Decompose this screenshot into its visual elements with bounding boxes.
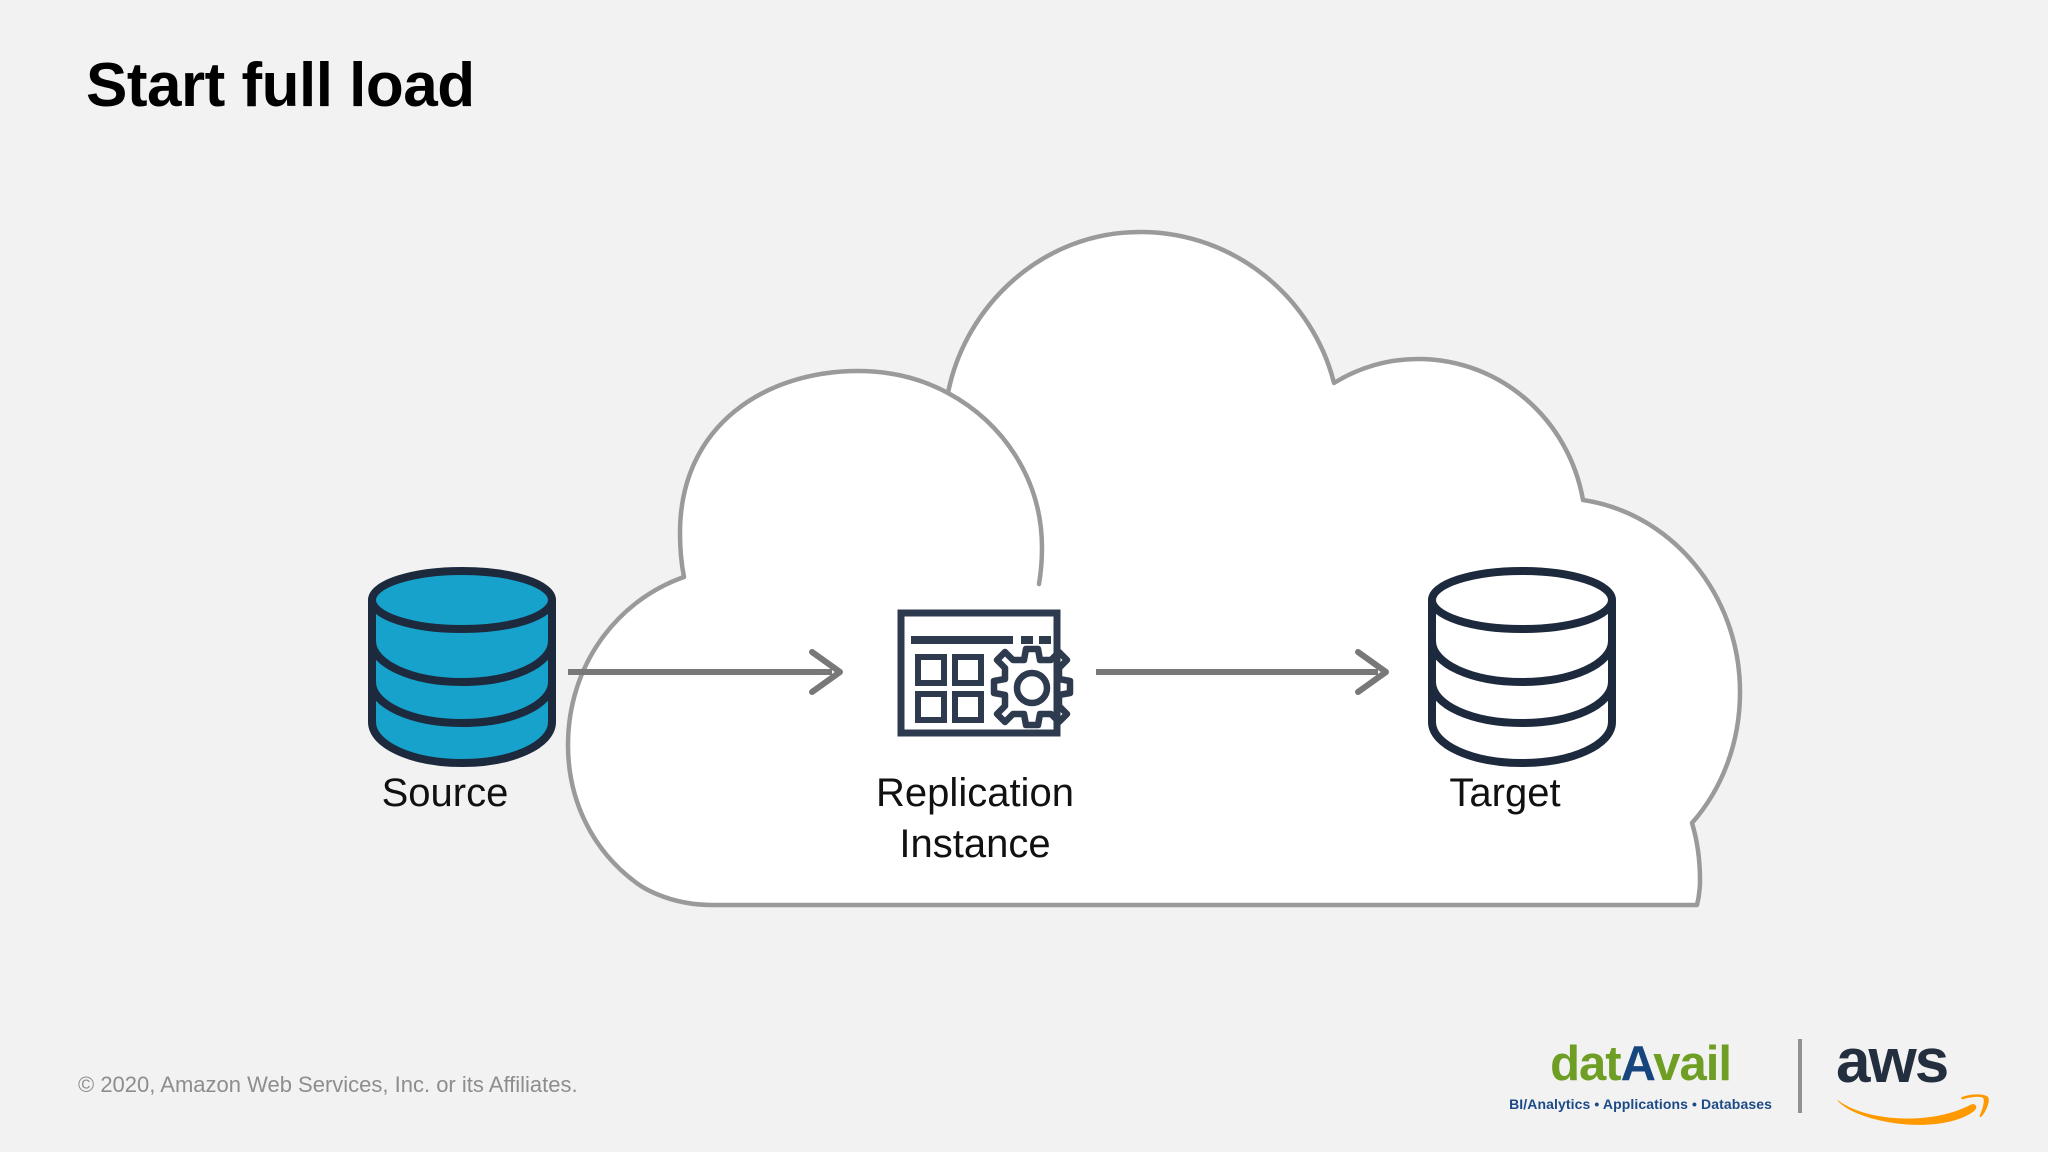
copyright-text: © 2020, Amazon Web Services, Inc. or its… [78, 1072, 578, 1097]
aws-smile-icon [1837, 1094, 1989, 1125]
target-label: Target [1449, 771, 1561, 815]
gear-icon [990, 645, 1074, 729]
aws-logo: aws [1832, 1027, 2002, 1125]
footer-logos: datAvail BI/Analytics • Applications • D… [1509, 1027, 2002, 1125]
arrow-replication-to-target [1096, 649, 1389, 695]
aws-wordmark: aws [1836, 1027, 1949, 1096]
target-database-icon [1428, 567, 1616, 767]
replication-instance-label-line1: Replication [876, 771, 1074, 815]
datavail-wordmark-part3: vail [1653, 1037, 1732, 1091]
source-label: Source [381, 771, 509, 815]
datavail-wordmark-part2: A [1620, 1037, 1655, 1091]
datavail-tagline: BI/Analytics • Applications • Databases [1509, 1096, 1772, 1112]
datavail-wordmark-part1: dat [1550, 1037, 1621, 1091]
replication-instance-icon [897, 609, 1074, 737]
aws-cloud-inner-seam [945, 390, 1045, 587]
replication-instance-label: Replication Instance [760, 768, 1190, 870]
logo-divider [1798, 1039, 1802, 1113]
arrow-source-to-replication [568, 649, 843, 695]
replication-instance-label-line2: Instance [899, 822, 1051, 867]
source-database-icon [368, 567, 556, 767]
datavail-logo: datAvail BI/Analytics • Applications • D… [1509, 1037, 1798, 1113]
page-title: Start full load [86, 51, 475, 120]
datavail-wordmark: datAvail [1550, 1037, 1732, 1091]
